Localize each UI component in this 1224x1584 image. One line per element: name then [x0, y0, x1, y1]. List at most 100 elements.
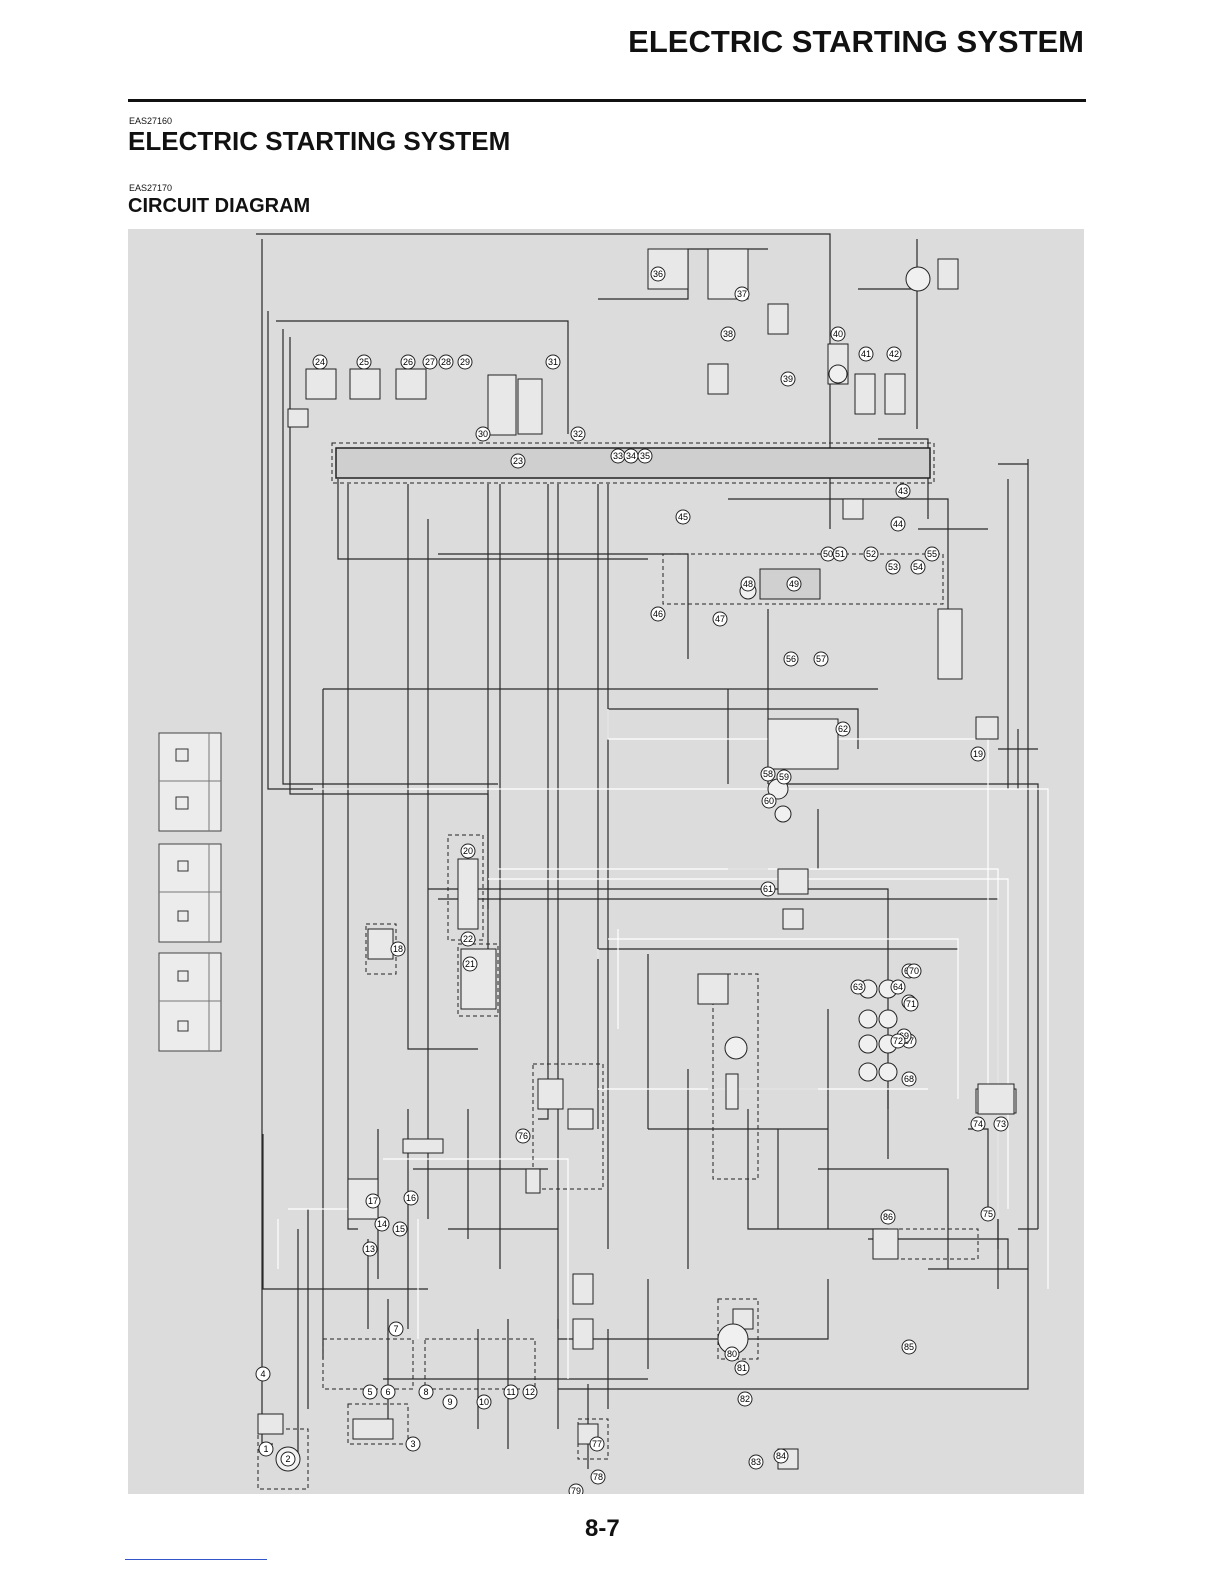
callout-number: 79: [571, 1486, 581, 1494]
callout-7: 7: [388, 1321, 404, 1337]
callout-number: 53: [888, 562, 898, 572]
callout-61: 61: [760, 881, 776, 897]
callout-23: 23: [510, 453, 526, 469]
callout-number: 28: [441, 357, 451, 367]
callout-number: 48: [743, 579, 753, 589]
callout-64: 64: [890, 979, 906, 995]
wiring-harness: [256, 233, 1039, 1469]
callout-number: 71: [906, 999, 916, 1009]
callout-53: 53: [885, 559, 901, 575]
callout-number: 40: [833, 329, 843, 339]
callout-49: 49: [786, 576, 802, 592]
callout-number: 2: [285, 1454, 290, 1464]
callout-number: 18: [393, 944, 403, 954]
callout-number: 75: [983, 1209, 993, 1219]
callout-number: 70: [909, 966, 919, 976]
callout-number: 3: [410, 1439, 415, 1449]
callout-4: 4: [255, 1366, 271, 1382]
lower-components: [257, 858, 1015, 1470]
callout-number: 35: [640, 451, 650, 461]
callout-18: 18: [390, 941, 406, 957]
callout-3: 3: [405, 1436, 421, 1452]
callout-number: 21: [465, 959, 475, 969]
callout-19: 19: [970, 746, 986, 762]
callout-number: 19: [973, 749, 983, 759]
callout-number: 77: [592, 1439, 602, 1449]
switch-unit-outline: [662, 553, 944, 605]
dashed-component-outlines: [257, 834, 979, 1490]
callout-25: 25: [356, 354, 372, 370]
callout-41: 41: [858, 346, 874, 362]
callout-number: 4: [260, 1369, 265, 1379]
callout-number: 20: [463, 846, 473, 856]
callout-number: 36: [653, 269, 663, 279]
white-wires: [277, 709, 1049, 1379]
callout-38: 38: [720, 326, 736, 342]
callout-52: 52: [863, 546, 879, 562]
callout-number: 15: [395, 1224, 405, 1234]
callout-number: 62: [838, 724, 848, 734]
legend-panels: [158, 732, 222, 1052]
callout-15: 15: [392, 1221, 408, 1237]
callout-number: 22: [463, 934, 473, 944]
callout-number: 83: [751, 1457, 761, 1467]
callout-number: 68: [904, 1074, 914, 1084]
callout-36: 36: [650, 266, 666, 282]
callout-number: 12: [525, 1387, 535, 1397]
switch-unit-body: [759, 568, 821, 600]
callout-number: 60: [764, 796, 774, 806]
callout-81: 81: [734, 1360, 750, 1376]
section-title: ELECTRIC STARTING SYSTEM: [128, 126, 511, 156]
callout-number: 30: [478, 429, 488, 439]
callout-number: 41: [861, 349, 871, 359]
callout-29: 29: [457, 354, 473, 370]
callout-57: 57: [813, 651, 829, 667]
callout-63: 63: [850, 979, 866, 995]
top-connectors: [287, 248, 959, 436]
callout-76: 76: [515, 1128, 531, 1144]
callout-35: 35: [637, 448, 653, 464]
subsection-title: CIRCUIT DIAGRAM: [128, 195, 311, 217]
callout-number: 84: [776, 1451, 786, 1461]
callout-27: 27: [422, 354, 438, 370]
callout-33: 33: [610, 448, 626, 464]
callout-8: 8: [418, 1384, 434, 1400]
callout-16: 16: [403, 1190, 419, 1206]
callout-30: 30: [475, 426, 491, 442]
callout-number: 38: [723, 329, 733, 339]
callout-72: 72: [890, 1033, 906, 1049]
callout-26: 26: [400, 354, 416, 370]
section-code: EAS27160: [129, 116, 173, 126]
callout-number: 74: [973, 1119, 983, 1129]
callout-number: 61: [763, 884, 773, 894]
callout-6: 6: [380, 1384, 396, 1400]
callout-32: 32: [570, 426, 586, 442]
callout-number: 49: [789, 579, 799, 589]
callout-number: 63: [853, 982, 863, 992]
callout-55: 55: [924, 546, 940, 562]
callout-60: 60: [761, 793, 777, 809]
callout-number: 44: [893, 519, 903, 529]
callout-number: 31: [548, 357, 558, 367]
callout-70: 70: [906, 963, 922, 979]
callout-number: 45: [678, 512, 688, 522]
callout-number: 8: [423, 1387, 428, 1397]
callout-71: 71: [903, 996, 919, 1012]
callout-number: 80: [727, 1349, 737, 1359]
callout-number: 34: [626, 451, 636, 461]
callout-2: 2: [280, 1451, 296, 1467]
callout-5: 5: [362, 1384, 378, 1400]
callout-45: 45: [675, 509, 691, 525]
callout-number: 37: [737, 289, 747, 299]
callout-34: 34: [623, 448, 639, 464]
callout-number: 54: [913, 562, 923, 572]
callout-number: 23: [513, 456, 523, 466]
callout-number: 24: [315, 357, 325, 367]
circuit-diagram-drawing: 1234567891011121314151617181920212223242…: [158, 233, 1049, 1494]
callout-46: 46: [650, 606, 666, 622]
callout-number: 29: [460, 357, 470, 367]
callout-number: 13: [365, 1244, 375, 1254]
callout-number: 10: [479, 1397, 489, 1407]
callout-number: 43: [898, 486, 908, 496]
